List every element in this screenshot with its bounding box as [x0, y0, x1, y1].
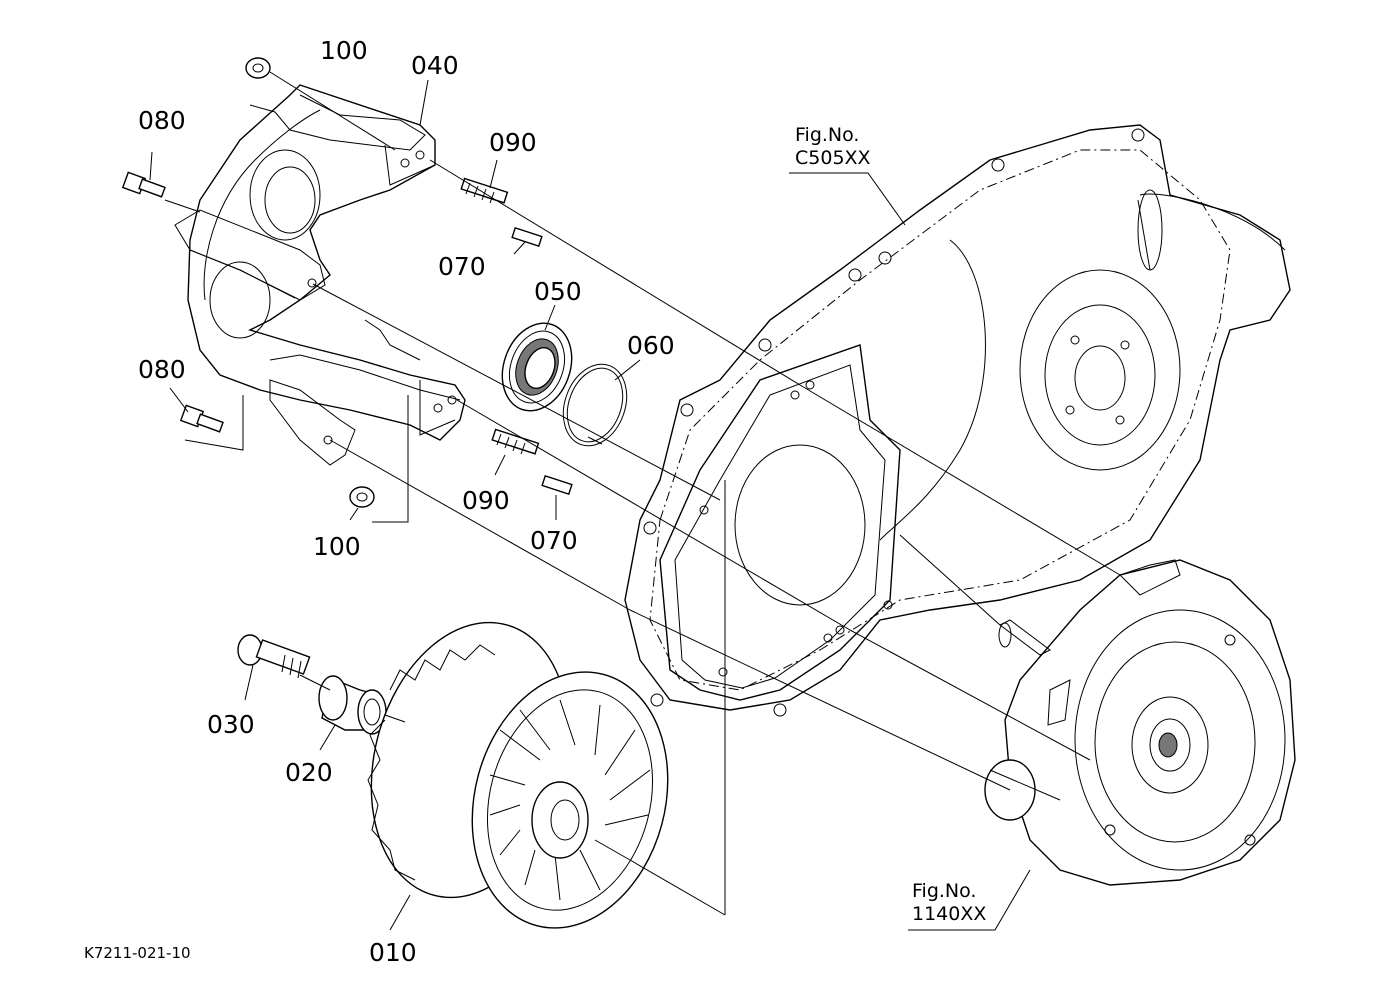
- figure-reference-title: Fig.No.: [912, 880, 977, 902]
- label-leaders: [149, 79, 1031, 931]
- figure-reference-1140xx: Fig.No. 1140XX: [912, 880, 986, 926]
- assembly-center-lines: [299, 159, 1121, 916]
- part-080-bolt-upper: [121, 171, 201, 213]
- part-090-stud-upper: [460, 177, 509, 204]
- callout-line-100b: [372, 395, 409, 523]
- part-100-nut-upper: [245, 57, 396, 151]
- part-070-pin-lower: [541, 475, 573, 520]
- figure-reference-title: Fig.No.: [795, 124, 860, 146]
- part-080-bolt-lower: [179, 404, 224, 433]
- label-100-upper: 100: [320, 36, 368, 65]
- part-090-stud-lower: [491, 428, 540, 455]
- part-060-snap-ring: [562, 363, 628, 447]
- label-050: 050: [534, 277, 582, 306]
- housing-bosses: [643, 128, 1145, 717]
- transmission-case: [984, 559, 1296, 886]
- belt-cover-housing: [624, 124, 1291, 711]
- part-050-seal: [501, 322, 573, 412]
- callout-line-080b: [184, 395, 244, 451]
- label-010: 010: [369, 938, 417, 967]
- part-030-bolt: [237, 634, 311, 679]
- label-090-upper: 090: [489, 128, 537, 157]
- part-020-collar: [318, 675, 387, 735]
- label-040: 040: [411, 51, 459, 80]
- label-080-upper: 080: [138, 106, 186, 135]
- label-070-upper: 070: [438, 252, 486, 281]
- label-090-lower: 090: [462, 486, 510, 515]
- label-060: 060: [627, 331, 675, 360]
- label-030: 030: [207, 710, 255, 739]
- figure-reference-c505xx: Fig.No. C505XX: [795, 124, 871, 170]
- label-100-lower: 100: [313, 532, 361, 561]
- label-080-lower: 080: [138, 355, 186, 384]
- part-070-pin-upper: [511, 227, 543, 247]
- inner-cover-plate: [659, 344, 901, 701]
- label-070-lower: 070: [530, 526, 578, 555]
- part-100-nut-lower: [349, 486, 375, 508]
- figure-reference-number: 1140XX: [912, 902, 987, 925]
- label-020: 020: [285, 758, 333, 787]
- front-cover-040: [174, 84, 466, 466]
- part-010-drive-pulley: [367, 621, 669, 929]
- drawing-code: K7211-021-10: [84, 944, 191, 962]
- figure-reference-number: C505XX: [795, 146, 871, 169]
